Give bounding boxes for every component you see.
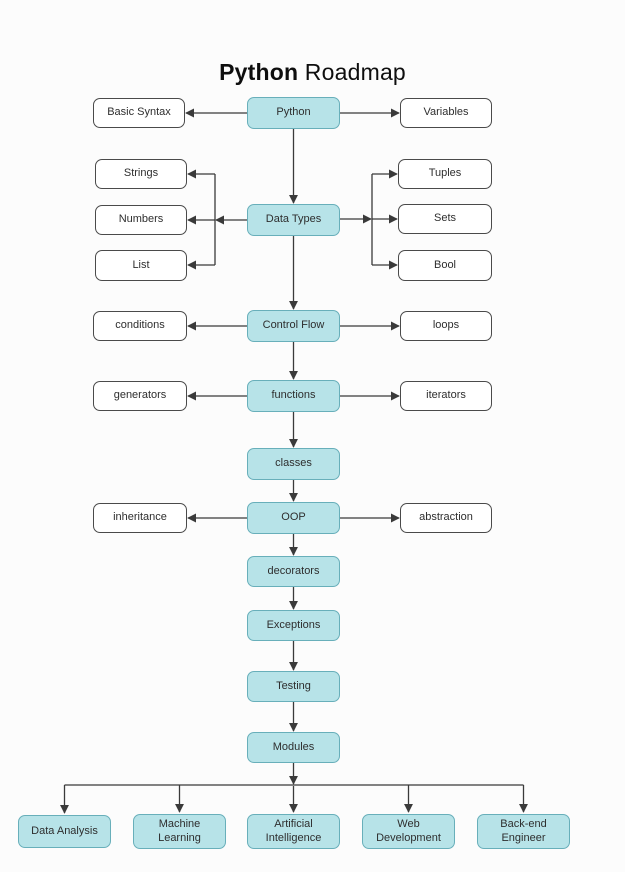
node-classes: classes xyxy=(247,448,340,480)
title-bold-word: Python xyxy=(219,59,299,86)
node-bool: Bool xyxy=(398,250,492,281)
page-title: Python Roadmap xyxy=(0,59,625,86)
title-regular-word: Roadmap xyxy=(304,59,406,86)
node-basic-syntax: Basic Syntax xyxy=(93,98,185,128)
node-iterators: iterators xyxy=(400,381,492,411)
node-web-development: Web Development xyxy=(362,814,455,849)
node-modules: Modules xyxy=(247,732,340,763)
node-list: List xyxy=(95,250,187,281)
node-tuples: Tuples xyxy=(398,159,492,189)
node-sets: Sets xyxy=(398,204,492,234)
node-back-end-engineer: Back-end Engineer xyxy=(477,814,570,849)
node-exceptions: Exceptions xyxy=(247,610,340,641)
node-data-analysis: Data Analysis xyxy=(18,815,111,848)
node-strings: Strings xyxy=(95,159,187,189)
node-variables: Variables xyxy=(400,98,492,128)
node-functions: functions xyxy=(247,380,340,412)
node-python: Python xyxy=(247,97,340,129)
node-testing: Testing xyxy=(247,671,340,702)
node-oop: OOP xyxy=(247,502,340,534)
node-loops: loops xyxy=(400,311,492,341)
node-data-types: Data Types xyxy=(247,204,340,236)
node-decorators: decorators xyxy=(247,556,340,587)
node-inheritance: inheritance xyxy=(93,503,187,533)
node-conditions: conditions xyxy=(93,311,187,341)
node-generators: generators xyxy=(93,381,187,411)
node-machine-learning: Machine Learning xyxy=(133,814,226,849)
node-artificial-intelligence: Artificial Intelligence xyxy=(247,814,340,849)
node-numbers: Numbers xyxy=(95,205,187,235)
node-abstraction: abstraction xyxy=(400,503,492,533)
node-control-flow: Control Flow xyxy=(247,310,340,342)
